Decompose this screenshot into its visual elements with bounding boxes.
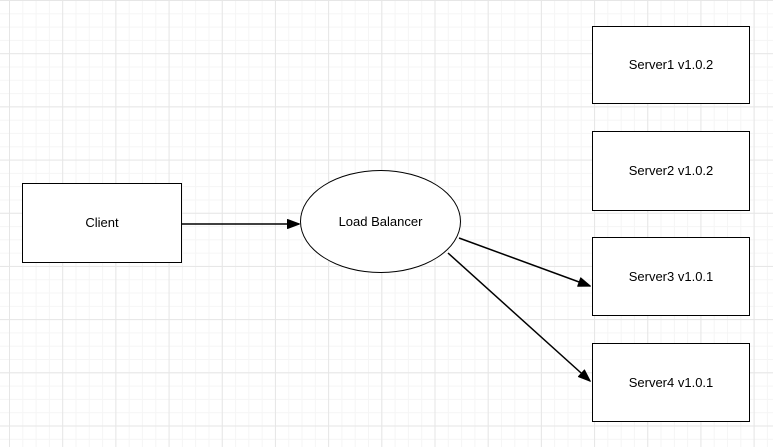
node-server3-label: Server3 v1.0.1 bbox=[628, 268, 714, 284]
edge-load-balancer-to-server3[interactable] bbox=[458, 237, 591, 287]
node-server1[interactable]: Server1 v1.0.2 bbox=[592, 26, 750, 104]
node-load-balancer[interactable]: Load Balancer bbox=[300, 170, 461, 273]
node-client-label: Client bbox=[85, 215, 119, 231]
node-client[interactable]: Client bbox=[22, 183, 182, 263]
node-load-balancer-label: Load Balancer bbox=[338, 213, 423, 229]
node-server4-label: Server4 v1.0.1 bbox=[628, 374, 714, 390]
node-server4[interactable]: Server4 v1.0.1 bbox=[592, 343, 750, 422]
edge-load-balancer-to-server4[interactable] bbox=[447, 252, 591, 382]
node-server3[interactable]: Server3 v1.0.1 bbox=[592, 237, 750, 316]
node-server2[interactable]: Server2 v1.0.2 bbox=[592, 131, 750, 211]
node-server1-label: Server1 v1.0.2 bbox=[628, 57, 714, 73]
node-server2-label: Server2 v1.0.2 bbox=[628, 163, 714, 179]
